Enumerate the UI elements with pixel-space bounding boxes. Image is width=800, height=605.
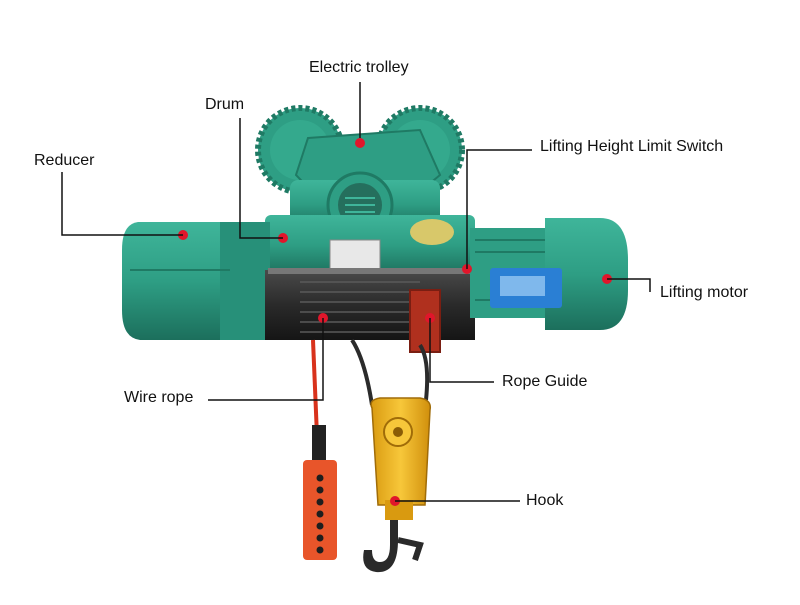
marker-electric-trolley (355, 138, 365, 148)
leader-lifting-motor (607, 278, 651, 292)
leader-rope-guide (429, 318, 494, 383)
label-wire-rope: Wire rope (124, 389, 194, 406)
lifting-motor (470, 218, 628, 330)
leader-lines (61, 82, 651, 502)
rope-guide (409, 289, 441, 353)
label-hook: Hook (526, 492, 564, 509)
pendant-control (303, 339, 337, 560)
label-rope-guide: Rope Guide (502, 373, 588, 390)
label-lifting-motor: Lifting motor (660, 284, 749, 301)
leader-wire-rope (208, 318, 324, 401)
wire-ropes (350, 338, 430, 406)
markers (178, 138, 612, 506)
leader-drum (239, 118, 283, 239)
leader-reducer (61, 172, 183, 236)
label-electric-trolley: Electric trolley (309, 59, 409, 76)
label-reducer: Reducer (34, 152, 95, 169)
reducer (122, 222, 270, 340)
hook-block (363, 397, 432, 573)
hoist-body (265, 215, 475, 275)
drum (265, 268, 475, 340)
leader-limit-switch (466, 149, 532, 269)
label-limit-switch: Lifting Height Limit Switch (540, 138, 724, 155)
label-drum: Drum (205, 96, 245, 113)
